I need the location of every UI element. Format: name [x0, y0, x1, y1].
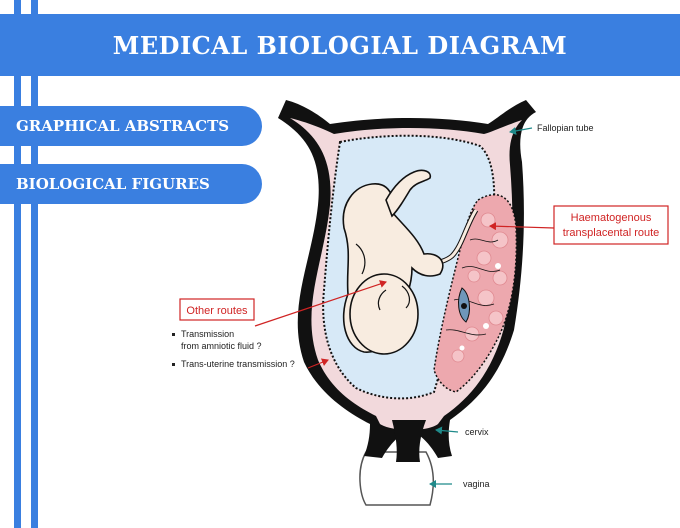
bullet2-label: Trans-uterine transmission ? [181, 359, 295, 369]
left-accent-bar-1 [14, 0, 21, 528]
other-routes-callout-box [179, 298, 255, 321]
cervix-arrow [435, 426, 459, 435]
haematogenous-arrow [489, 222, 555, 231]
fetus-head [349, 273, 419, 355]
haematogenous-label-line1: Haematogenous [571, 212, 652, 224]
nav-tab-graphical-abstracts[interactable]: GRAPHICAL ABSTRACTS [0, 106, 262, 146]
placenta-white-spots [459, 263, 501, 351]
header-banner [0, 14, 680, 76]
vagina-label: vagina [463, 479, 490, 489]
fetus-leg [385, 169, 432, 218]
trans-uterine-arrow [307, 358, 329, 369]
bullet-marker [172, 363, 175, 366]
cervix-label: cervix [465, 427, 489, 437]
bullet-marker [172, 333, 175, 336]
other-routes-arrow [254, 280, 387, 327]
nav-tab-biological-figures[interactable]: BIOLOGICAL FIGURES [0, 164, 262, 204]
bullet1-line2: from amniotic fluid ? [181, 341, 262, 351]
left-accent-bar-2 [31, 0, 38, 528]
haematogenous-callout-box [553, 205, 669, 245]
other-routes-label: Other routes [186, 305, 248, 317]
fallopian-tube-label: Fallopian tube [537, 123, 594, 133]
bullet1-line1: Transmission [181, 329, 234, 339]
page-title: MEDICAL BIOLOGIAL DIAGRAM [112, 31, 568, 60]
vagina-shape [359, 451, 434, 506]
cervical-canal [392, 420, 426, 462]
fallopian-tube-arrow [509, 126, 533, 135]
haematogenous-label-line2: transplacental route [563, 227, 660, 239]
umbilical-vessels [445, 238, 501, 336]
